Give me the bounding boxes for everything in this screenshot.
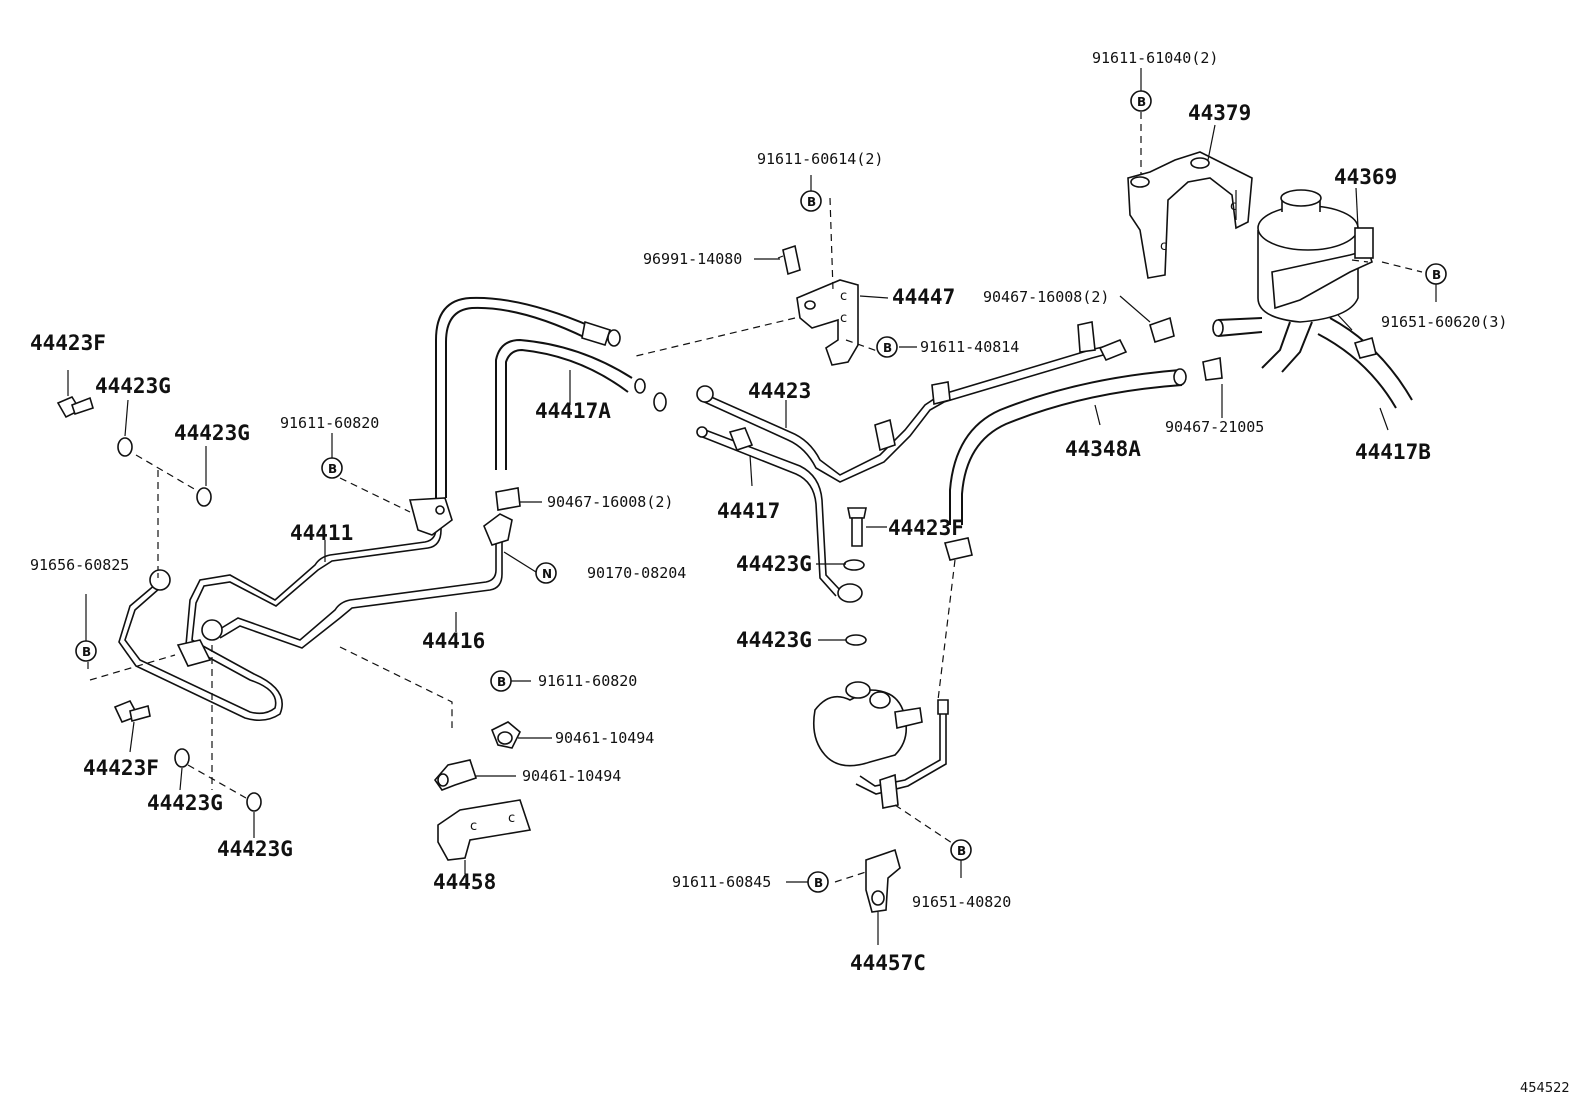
label-44369: 44369 [1334, 165, 1397, 189]
power-steering-pump [812, 681, 949, 809]
label-91611-61040: 91611-61040(2) [1092, 49, 1218, 67]
svg-text:B: B [328, 462, 337, 476]
hose-44348A [949, 368, 1187, 525]
label-44458: 44458 [433, 870, 496, 894]
bracket-44447: c c [796, 279, 859, 366]
svg-text:B: B [82, 645, 91, 659]
tube-44416 [149, 513, 513, 667]
label-44423G-mid1: 44423G [736, 552, 812, 576]
label-44423G-tl1: 44423G [95, 374, 171, 398]
label-44417A: 44417A [535, 399, 611, 423]
label-90467-16008-top: 90467-16008(2) [983, 288, 1109, 306]
assembly-lines [87, 112, 1423, 883]
svg-text:c: c [1230, 199, 1237, 214]
label-91651-40820: 91651-40820 [912, 893, 1011, 911]
bracket-44457C [865, 848, 901, 913]
svg-text:c: c [508, 811, 515, 826]
svg-text:N: N [542, 567, 552, 581]
svg-text:B: B [807, 195, 816, 209]
reservoir-44369 [1212, 189, 1413, 409]
label-44411: 44411 [290, 521, 353, 545]
label-44417B: 44417B [1355, 440, 1431, 464]
bracket-44458: c c [437, 799, 532, 861]
label-90461-10494-b: 90461-10494 [522, 767, 621, 785]
label-90170-08204: 90170-08204 [587, 564, 686, 582]
label-44457C: 44457C [850, 951, 926, 975]
tube-44411 [118, 497, 453, 722]
label-90467-16008-mid: 90467-16008(2) [547, 493, 673, 511]
label-44423G-mid2: 44423G [736, 628, 812, 652]
label-44423G-bl1: 44423G [147, 791, 223, 815]
clamp-90461-10494 [433, 721, 521, 791]
label-44417: 44417 [717, 499, 780, 523]
label-44423F-bl: 44423F [83, 756, 159, 780]
label-96991-14080: 96991-14080 [643, 250, 742, 268]
svg-text:B: B [883, 341, 892, 355]
hose-44417A [435, 296, 667, 498]
reservoir-bracket-44379: c c [1127, 151, 1253, 279]
circle-markers: B B B B B N B B B B [75, 90, 1447, 893]
label-91656-60825: 91656-60825 [30, 556, 129, 574]
part-labels: 91611-61040(2) 44379 44369 91611-60614(2… [30, 49, 1570, 1096]
svg-text:B: B [1432, 268, 1441, 282]
label-44379: 44379 [1188, 101, 1251, 125]
label-90461-10494-a: 90461-10494 [555, 729, 654, 747]
hose-clamps [495, 316, 1377, 561]
label-44447: 44447 [892, 285, 955, 309]
leader-lines [67, 68, 1437, 945]
svg-text:c: c [840, 311, 847, 326]
label-91611-60845: 91611-60845 [672, 873, 771, 891]
label-91651-60620: 91651-60620(3) [1381, 313, 1507, 331]
tube-44417 [696, 426, 863, 603]
bolts-washers [56, 395, 867, 812]
label-44423G-tl2: 44423G [174, 421, 250, 445]
label-44348A: 44348A [1065, 437, 1141, 461]
svg-text:B: B [1137, 95, 1146, 109]
svg-text:B: B [957, 844, 966, 858]
label-90467-21005: 90467-21005 [1165, 418, 1264, 436]
label-91611-60820-b: 91611-60820 [538, 672, 637, 690]
svg-text:c: c [470, 819, 477, 834]
label-44423F-mid: 44423F [888, 516, 964, 540]
clip-96991-14080 [777, 244, 801, 276]
svg-text:B: B [497, 675, 506, 689]
label-44423G-bl2: 44423G [217, 837, 293, 861]
label-91611-60820-a: 91611-60820 [280, 414, 379, 432]
svg-text:c: c [1160, 239, 1167, 254]
svg-text:c: c [840, 289, 847, 304]
label-91611-40814: 91611-40814 [920, 338, 1019, 356]
svg-text:B: B [814, 876, 823, 890]
label-44423F-tl: 44423F [30, 331, 106, 355]
label-44423: 44423 [748, 379, 811, 403]
label-91611-60614: 91611-60614(2) [757, 150, 883, 168]
reference-number: 454522 [1520, 1081, 1570, 1096]
tube-44423 [696, 321, 1128, 483]
label-44416: 44416 [422, 629, 485, 653]
